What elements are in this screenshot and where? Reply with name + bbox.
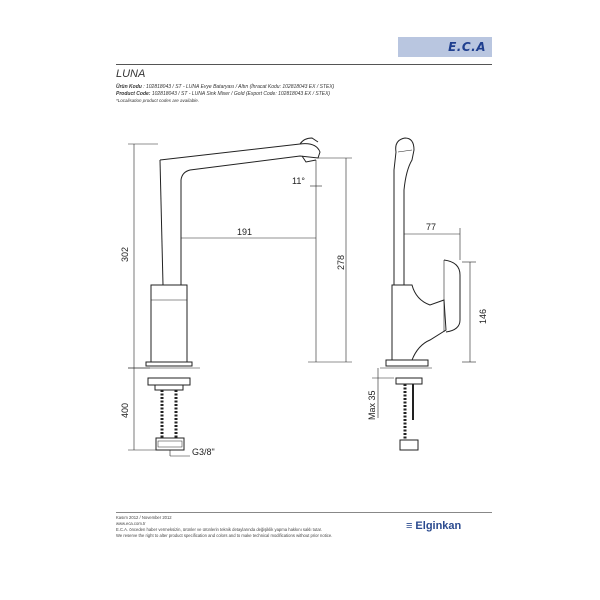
product-title: LUNA [116,68,146,80]
elginkan-name: Elginkan [415,520,462,532]
dim-spout-height: 278 [336,255,346,270]
elginkan-mark-icon: ≡ [406,520,413,532]
side-view-dimensions [372,228,476,418]
footer-note-en: We reserve the right to alter product sp… [116,533,333,538]
localisation-note: *Localisation product codes are availabl… [116,98,200,103]
header-divider [116,64,492,65]
product-code-en-value: 102818043 / ST - LUNA Sink Mixer / Gold … [151,91,331,97]
product-code-tr-label: Ürün Kodu [116,84,142,90]
footer-date: Kasım 2012 / November 2012 [116,515,172,520]
side-view-faucet [380,137,461,451]
product-code-en-label: Product Code: [116,91,151,97]
footer-website: www.eca.com.tr [116,521,146,526]
dim-angle: 11° [292,176,305,186]
footer-divider [116,512,492,513]
front-view-faucet [128,137,321,451]
product-code-en: Product Code: 102818043 / ST - LUNA Sink… [116,91,330,97]
dim-total-height: 302 [120,247,130,262]
dim-handle-offset: 77 [426,222,436,232]
dim-max-deck: Max 35 [367,390,377,420]
product-code-tr: Ürün Kodu : 102818043 / ST - LUNA Evye B… [116,84,334,90]
footer-note-tr: E.C.A. önceden haber vermeksizin, ürünle… [116,527,322,532]
dim-handle-height: 146 [478,309,488,324]
eca-logo: E.C.A [398,37,492,57]
dim-below-deck: 400 [120,403,130,418]
elginkan-logo: ≡ Elginkan [406,520,461,532]
dim-thread: G3/8" [192,447,215,457]
front-view-dimensions [128,143,352,457]
eca-logo-text: E.C.A [448,40,486,54]
product-code-tr-value: : 102818043 / ST - LUNA Evye Bataryası /… [143,84,335,90]
dim-spout-reach: 191 [237,227,252,237]
